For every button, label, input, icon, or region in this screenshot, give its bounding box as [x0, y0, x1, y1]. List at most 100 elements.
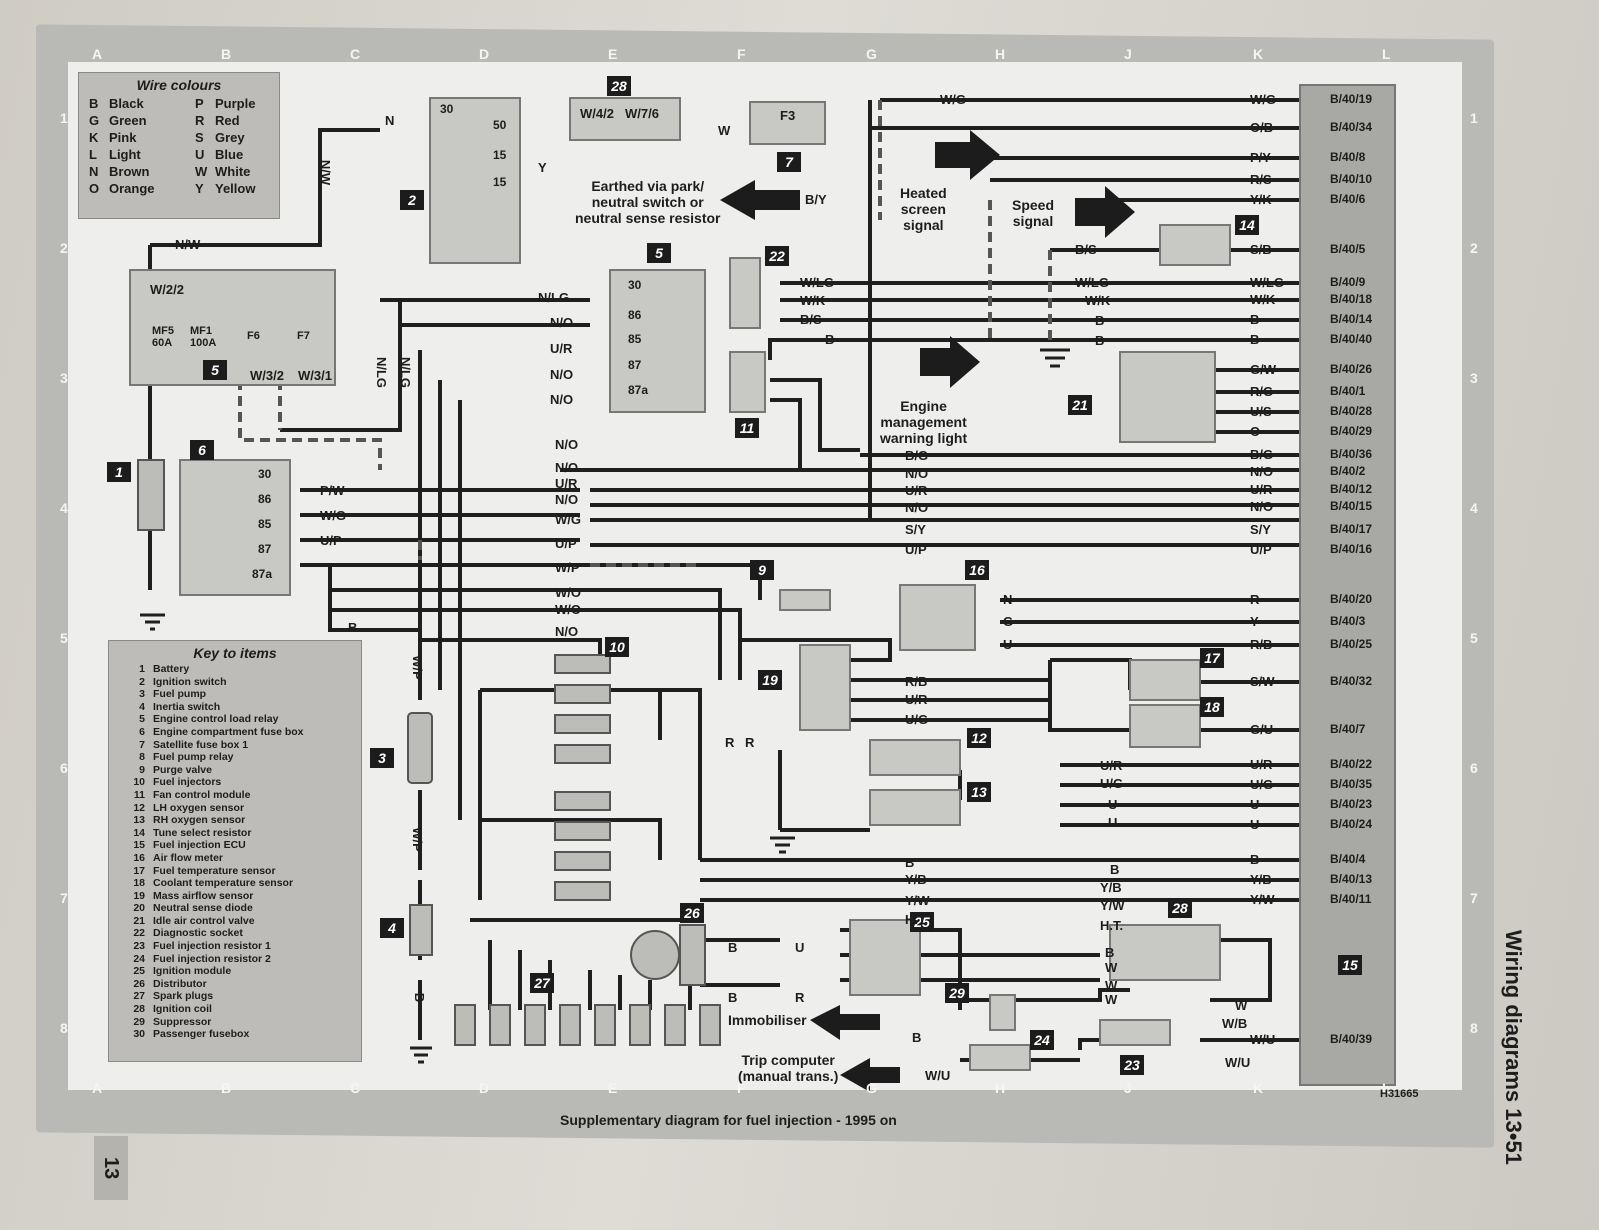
relay5-pin-87a: 87a [628, 383, 649, 397]
key-item-number: 22 [133, 927, 145, 940]
diagram-caption: Supplementary diagram for fuel injection… [560, 1112, 897, 1128]
wire-label-wu-trip: W/U [925, 1068, 951, 1083]
wire-label-u16: U [1003, 637, 1013, 652]
wire-colour-code: N [89, 164, 99, 179]
item-badge-17: 17 [1200, 648, 1224, 668]
wire-label-wg-top: W/G [940, 92, 966, 107]
grid-letter: E [608, 1080, 618, 1096]
relay5-pin-30: 30 [628, 278, 642, 292]
wire-label-no1: N/O [550, 315, 574, 330]
ecu-pin-number: B/40/24 [1330, 817, 1373, 831]
key-item-label: Fuel injection ECU [153, 839, 246, 852]
key-item-number: 17 [133, 864, 145, 877]
item-badge-23: 23 [1120, 1055, 1144, 1075]
key-item-number: 23 [133, 940, 145, 953]
ecu-wire-colour: S/W [1250, 674, 1275, 689]
wire-label-y: Y [538, 160, 547, 175]
item-badge-4: 4 [380, 918, 404, 938]
wire-label-wp2: W/P [409, 827, 425, 852]
grid-letter: F [737, 46, 746, 62]
key-item-number: 30 [133, 1028, 145, 1041]
relay6-pin-30: 30 [258, 467, 272, 481]
note-immobiliser: Immobiliser [728, 1012, 807, 1028]
key-item-label: Fuel injection resistor 1 [153, 940, 271, 953]
key-item-label: Distributor [153, 977, 207, 990]
wire-label-r9b: R [745, 735, 755, 750]
wire-colour-code: P [195, 96, 204, 111]
note-speed-signal: Speed signal [1012, 197, 1055, 229]
wire-label-sy: S/Y [905, 522, 926, 537]
ecu-pin-number: B/40/32 [1330, 674, 1373, 688]
wire-label-rb19: R/B [905, 674, 928, 689]
key-item-number: 13 [133, 814, 145, 827]
wire-label-ht: H.T. [905, 912, 929, 927]
wire-label-nlg2: N/LG [374, 356, 390, 389]
wire-label-pw: P/W [320, 483, 345, 498]
wire-colour-name: Red [215, 113, 240, 128]
item-badge-11: 11 [735, 418, 759, 438]
wire-label-yw: Y/W [905, 893, 930, 908]
wire-label-nlg1: N/LG [538, 290, 570, 305]
fuse-mf1: MF1 100A [190, 325, 217, 349]
item-badge-18: 18 [1200, 697, 1224, 717]
wire-label-b-pump: B [348, 620, 358, 635]
wire-label-wlg2: W/LG [1075, 275, 1109, 290]
ecu-wire-colour: P/Y [1250, 150, 1271, 165]
key-item-number: 1 [139, 663, 145, 675]
key-item-label: Diagnostic socket [153, 927, 243, 940]
ecu-pin-number: B/40/19 [1330, 92, 1373, 106]
key-item-label: Fuel injection resistor 2 [153, 952, 271, 965]
wire-colour-name: Green [109, 113, 147, 128]
note-trip-computer: Trip computer (manual trans.) [738, 1052, 839, 1084]
grid-number: 6 [1470, 760, 1478, 776]
wire-label-wo-a: W/O [555, 585, 581, 600]
key-item-label: Fuel temperature sensor [153, 864, 276, 877]
wire-colour-name: Purple [215, 96, 256, 111]
wire-colour-code: S [195, 130, 204, 145]
item-badge-12: 12 [967, 728, 991, 748]
grid-letter: E [608, 46, 618, 62]
key-item-number: 25 [133, 965, 145, 978]
key-item-number: 24 [133, 952, 145, 965]
key-item-label: Ignition switch [153, 675, 227, 688]
wire-colours-title: Wire colours [136, 77, 222, 93]
ecu-pin-number: B/40/26 [1330, 362, 1373, 376]
wire-label-wb: W/B [1222, 1016, 1248, 1031]
ecu-pin-number: B/40/12 [1330, 482, 1373, 496]
page-number: 13 [94, 1136, 128, 1200]
key-item-label: Engine compartment fuse box [153, 725, 304, 738]
key-item-number: 9 [139, 763, 145, 776]
wire-label-b28: B [1105, 945, 1115, 960]
wire-colour-name: Brown [109, 164, 150, 179]
ecu-wire-colour: R/G [1250, 384, 1274, 399]
key-title: Key to items [193, 645, 277, 661]
grid-letter: A [92, 46, 103, 62]
item-badge-24: 24 [1030, 1030, 1054, 1050]
relay5-pin-87: 87 [628, 358, 642, 372]
wire-label-wg-b: W/G [555, 512, 581, 527]
wire-label-yb2: Y/B [1100, 880, 1122, 895]
ecu-pin-number: B/40/14 [1330, 312, 1373, 326]
key-item-number: 10 [133, 776, 145, 789]
key-item-label: Neutral sense diode [153, 902, 253, 915]
item-badge-25: 25 [910, 912, 934, 932]
key-item-label: Suppressor [153, 1015, 212, 1028]
wire-label-b-inertia: B [412, 992, 428, 1003]
ecu-pin-number: B/40/39 [1330, 1032, 1373, 1046]
ecu-wire-colour: U [1250, 817, 1260, 832]
key-item-number: 28 [133, 1003, 145, 1016]
ecu-wire-colour: S/B [1250, 242, 1272, 257]
grid-letter: B [221, 1080, 232, 1096]
wire-label-w28c: W [1105, 992, 1118, 1007]
wire-label-bs: B/S [1075, 242, 1097, 257]
item-badge-3: 3 [370, 748, 394, 768]
